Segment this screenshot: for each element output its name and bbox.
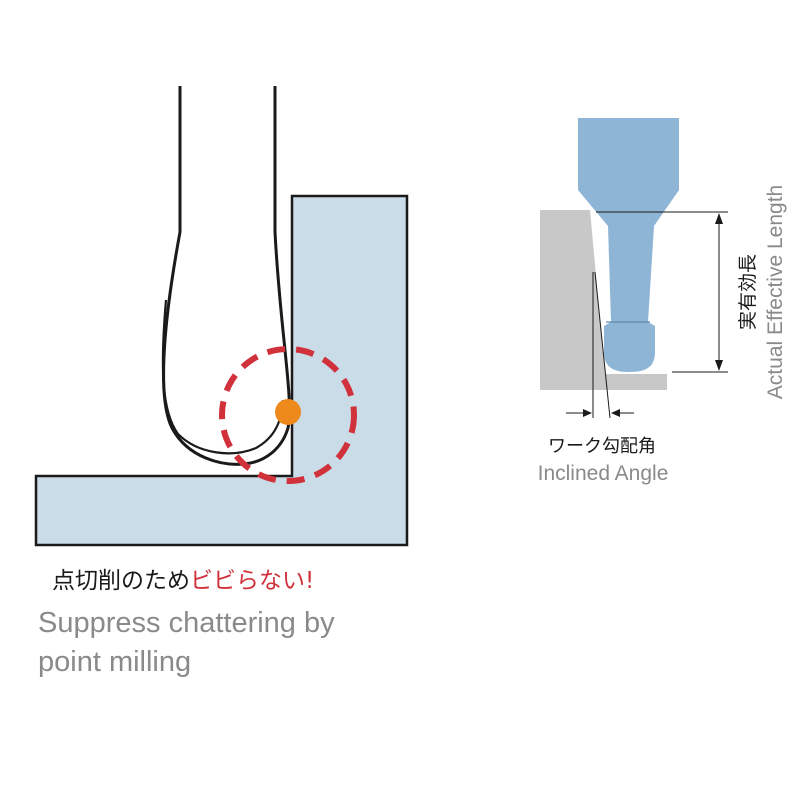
dim-arrow-bottom xyxy=(715,360,723,371)
angle-arrow-right-head xyxy=(611,409,620,417)
inclined-wall xyxy=(540,210,667,390)
caption-jp-emphasis: ビビらない! xyxy=(190,568,314,594)
angle-arrow-left-head xyxy=(583,409,592,417)
caption-en-line2: point milling xyxy=(38,646,191,678)
contact-zone-circle xyxy=(219,346,357,484)
angle-line-inclined xyxy=(594,271,611,419)
angle-label-en: Inclined Angle xyxy=(538,462,669,485)
angle-label-jp: ワーク勾配角 xyxy=(548,436,656,457)
svg-text:点切削のためビビらない!: 点切削のためビビらない! xyxy=(52,568,314,594)
dim-arrow-top xyxy=(715,213,723,224)
contact-point-dot xyxy=(275,399,301,425)
tool-body xyxy=(578,118,679,372)
left-diagram: 点切削のためビビらない! Suppress chattering by poin… xyxy=(34,86,409,678)
dimension-label-en: Actual Effective Length xyxy=(764,185,787,399)
caption-jp-prefix: 点切削のため xyxy=(52,568,190,594)
caption-en-line1: Suppress chattering by xyxy=(38,607,335,639)
dimension-label-jp: 実有効長 xyxy=(737,254,759,330)
ball-endmill-inner xyxy=(161,299,285,455)
workpiece-l-block xyxy=(34,194,409,547)
ball-endmill-outer xyxy=(162,86,291,466)
right-diagram: 実有効長 Actual Effective Length ワーク勾配角 Incl… xyxy=(538,118,787,485)
